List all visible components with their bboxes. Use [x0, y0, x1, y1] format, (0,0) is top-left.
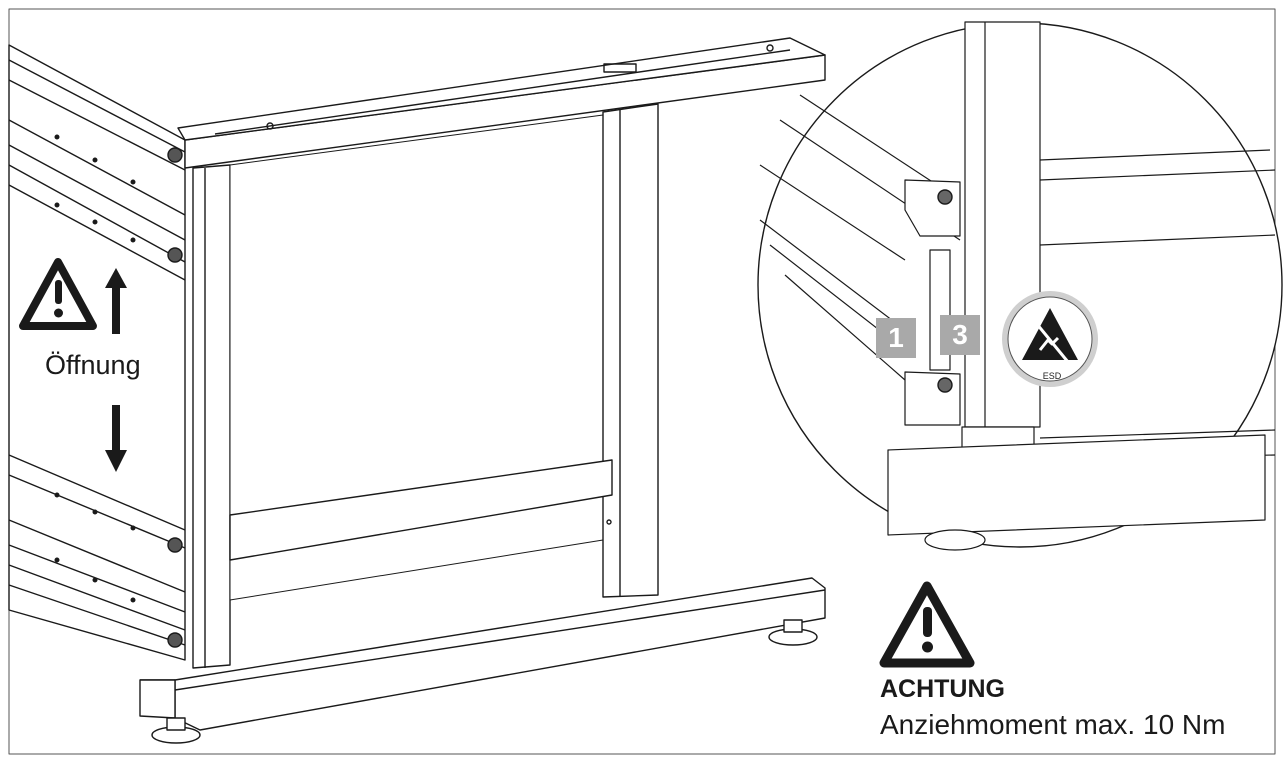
cross-beam: [229, 459, 613, 561]
left-post: [192, 164, 231, 669]
warning-triangle-icon-large: [879, 581, 975, 668]
side-rail-panel: [8, 44, 186, 661]
warning-heading: ACHTUNG: [880, 675, 1005, 703]
esd-label: ESD: [1042, 371, 1062, 381]
torque-note: Anziehmoment max. 10 Nm: [880, 709, 1226, 740]
step-badge-1: 1: [876, 318, 916, 358]
detail-magnifier: [757, 21, 1283, 551]
bottom-beam: [139, 577, 826, 731]
arrow-down-icon: [105, 405, 127, 472]
leveling-feet: [151, 619, 818, 744]
top-beam: [177, 37, 826, 169]
opening-label: Öffnung: [45, 350, 141, 380]
arrow-up-icon: [105, 268, 127, 334]
warning-triangle-icon: [19, 258, 97, 330]
middle-post: [602, 103, 659, 598]
esd-hand-icon: [1022, 308, 1078, 360]
step-badge-3: 3: [940, 315, 980, 355]
